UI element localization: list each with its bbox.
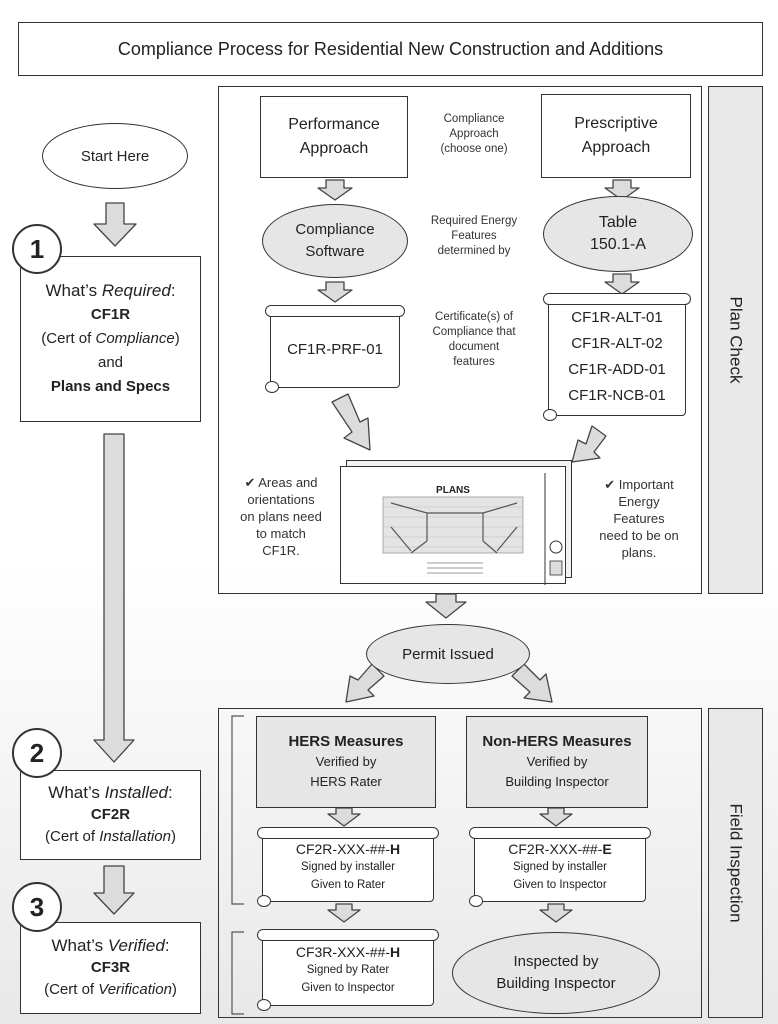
step1-heading: What’s Required: — [45, 281, 176, 300]
step2-heading: What’s Installed: — [48, 783, 173, 802]
arrow-permit-to-nonhers — [511, 663, 553, 703]
step1-plans: Plans and Specs — [50, 378, 171, 395]
arrow-nonhers-to-cf2r-e — [539, 807, 573, 827]
bracket-step2 — [231, 715, 244, 905]
prescriptive-approach-box: Prescriptive Approach — [541, 94, 691, 178]
inspected-by-node: Inspected by Building Inspector — [452, 932, 660, 1014]
arrow-forms-to-plans — [571, 425, 607, 463]
start-here-label: Start Here — [80, 147, 150, 165]
non-hers-measures-box: Non-HERS Measures Verified by Building I… — [466, 716, 648, 808]
step1-cert: (Cert of Compliance) — [41, 330, 180, 347]
plans-label: PLANS — [436, 485, 470, 496]
arrow-software-to-prf — [317, 281, 353, 303]
floor-plan-sketch — [382, 473, 563, 585]
plans-drawing: PLANS — [340, 460, 572, 585]
arrow-prescriptive-to-table — [604, 179, 640, 201]
diagram-title-box: Compliance Process for Residential New C… — [18, 22, 763, 76]
step3-form: CF3R — [90, 959, 131, 976]
plan-check-region — [218, 86, 702, 594]
arrow-hers-to-cf2r-h — [327, 807, 361, 827]
step1-box: What’s Required: CF1R (Cert of Complianc… — [20, 256, 201, 422]
compliance-approach-note: Compliance Approach (choose one) — [440, 113, 508, 155]
compliance-software-node: Compliance Software — [262, 204, 408, 278]
step3-cert: (Cert of Verification) — [44, 981, 177, 998]
hers-measures-box: HERS Measures Verified by HERS Rater — [256, 716, 436, 808]
step3-box: What’s Verified: CF3R (Cert of Verificat… — [20, 922, 201, 1014]
cf3r-h-document: CF3R-XXX-##-H Signed by Rater Given to I… — [257, 929, 439, 1011]
step2-cert: (Cert of Installation) — [45, 828, 176, 845]
table-150-node: Table 150.1-A — [543, 196, 693, 272]
permit-issued-node: Permit Issued — [366, 624, 530, 684]
field-inspection-label-box: Field Inspection — [708, 708, 763, 1018]
areas-orientations-note: ✔ Areas and orientations on plans need t… — [240, 475, 322, 558]
cf2r-e-document: CF2R-XXX-##-E Signed by installer Given … — [469, 827, 651, 907]
plans-sheet: PLANS — [340, 466, 566, 585]
arrow-performance-to-software — [317, 179, 353, 201]
certificates-note: Certificate(s) of Compliance that docume… — [432, 311, 516, 368]
bracket-step3 — [231, 931, 244, 1015]
arrow-prf-to-plans — [331, 393, 371, 451]
cf2r-h-document: CF2R-XXX-##-H Signed by installer Given … — [257, 827, 439, 907]
performance-approach-box: Performance Approach — [260, 96, 408, 178]
arrow-step1-to-step2 — [93, 433, 135, 763]
start-here-node: Start Here — [42, 123, 188, 189]
step1-number-badge: 1 — [12, 224, 62, 274]
prescriptive-forms-document: CF1R-ALT-01 CF1R-ALT-02 CF1R-ADD-01 CF1R… — [543, 293, 691, 421]
arrow-plans-to-permit — [425, 593, 467, 619]
diagram-title: Compliance Process for Residential New C… — [117, 38, 664, 59]
arrow-cf2r-h-to-cf3r-h — [327, 903, 361, 923]
required-features-note: Required Energy Features determined by — [430, 215, 518, 257]
step2-number-badge: 2 — [12, 728, 62, 778]
step2-form: CF2R — [90, 806, 131, 823]
step2-box: What’s Installed: CF2R (Cert of Installa… — [20, 770, 201, 860]
important-features-note: ✔ Important Energy Features need to be o… — [599, 477, 679, 560]
arrow-start-to-step1 — [93, 202, 137, 247]
step3-number-badge: 3 — [12, 882, 62, 932]
step1-and: and — [97, 354, 124, 371]
arrow-step2-to-step3 — [93, 865, 135, 915]
arrow-table-to-forms — [604, 273, 640, 295]
cf1r-prf-document: CF1R-PRF-01 — [265, 305, 405, 393]
plan-check-label-box: Plan Check — [708, 86, 763, 594]
arrow-cf2r-e-to-inspected — [539, 903, 573, 923]
arrow-permit-to-hers — [345, 663, 385, 703]
step1-form: CF1R — [90, 306, 131, 323]
field-inspection-region — [218, 708, 702, 1018]
step3-heading: What’s Verified: — [51, 936, 170, 955]
